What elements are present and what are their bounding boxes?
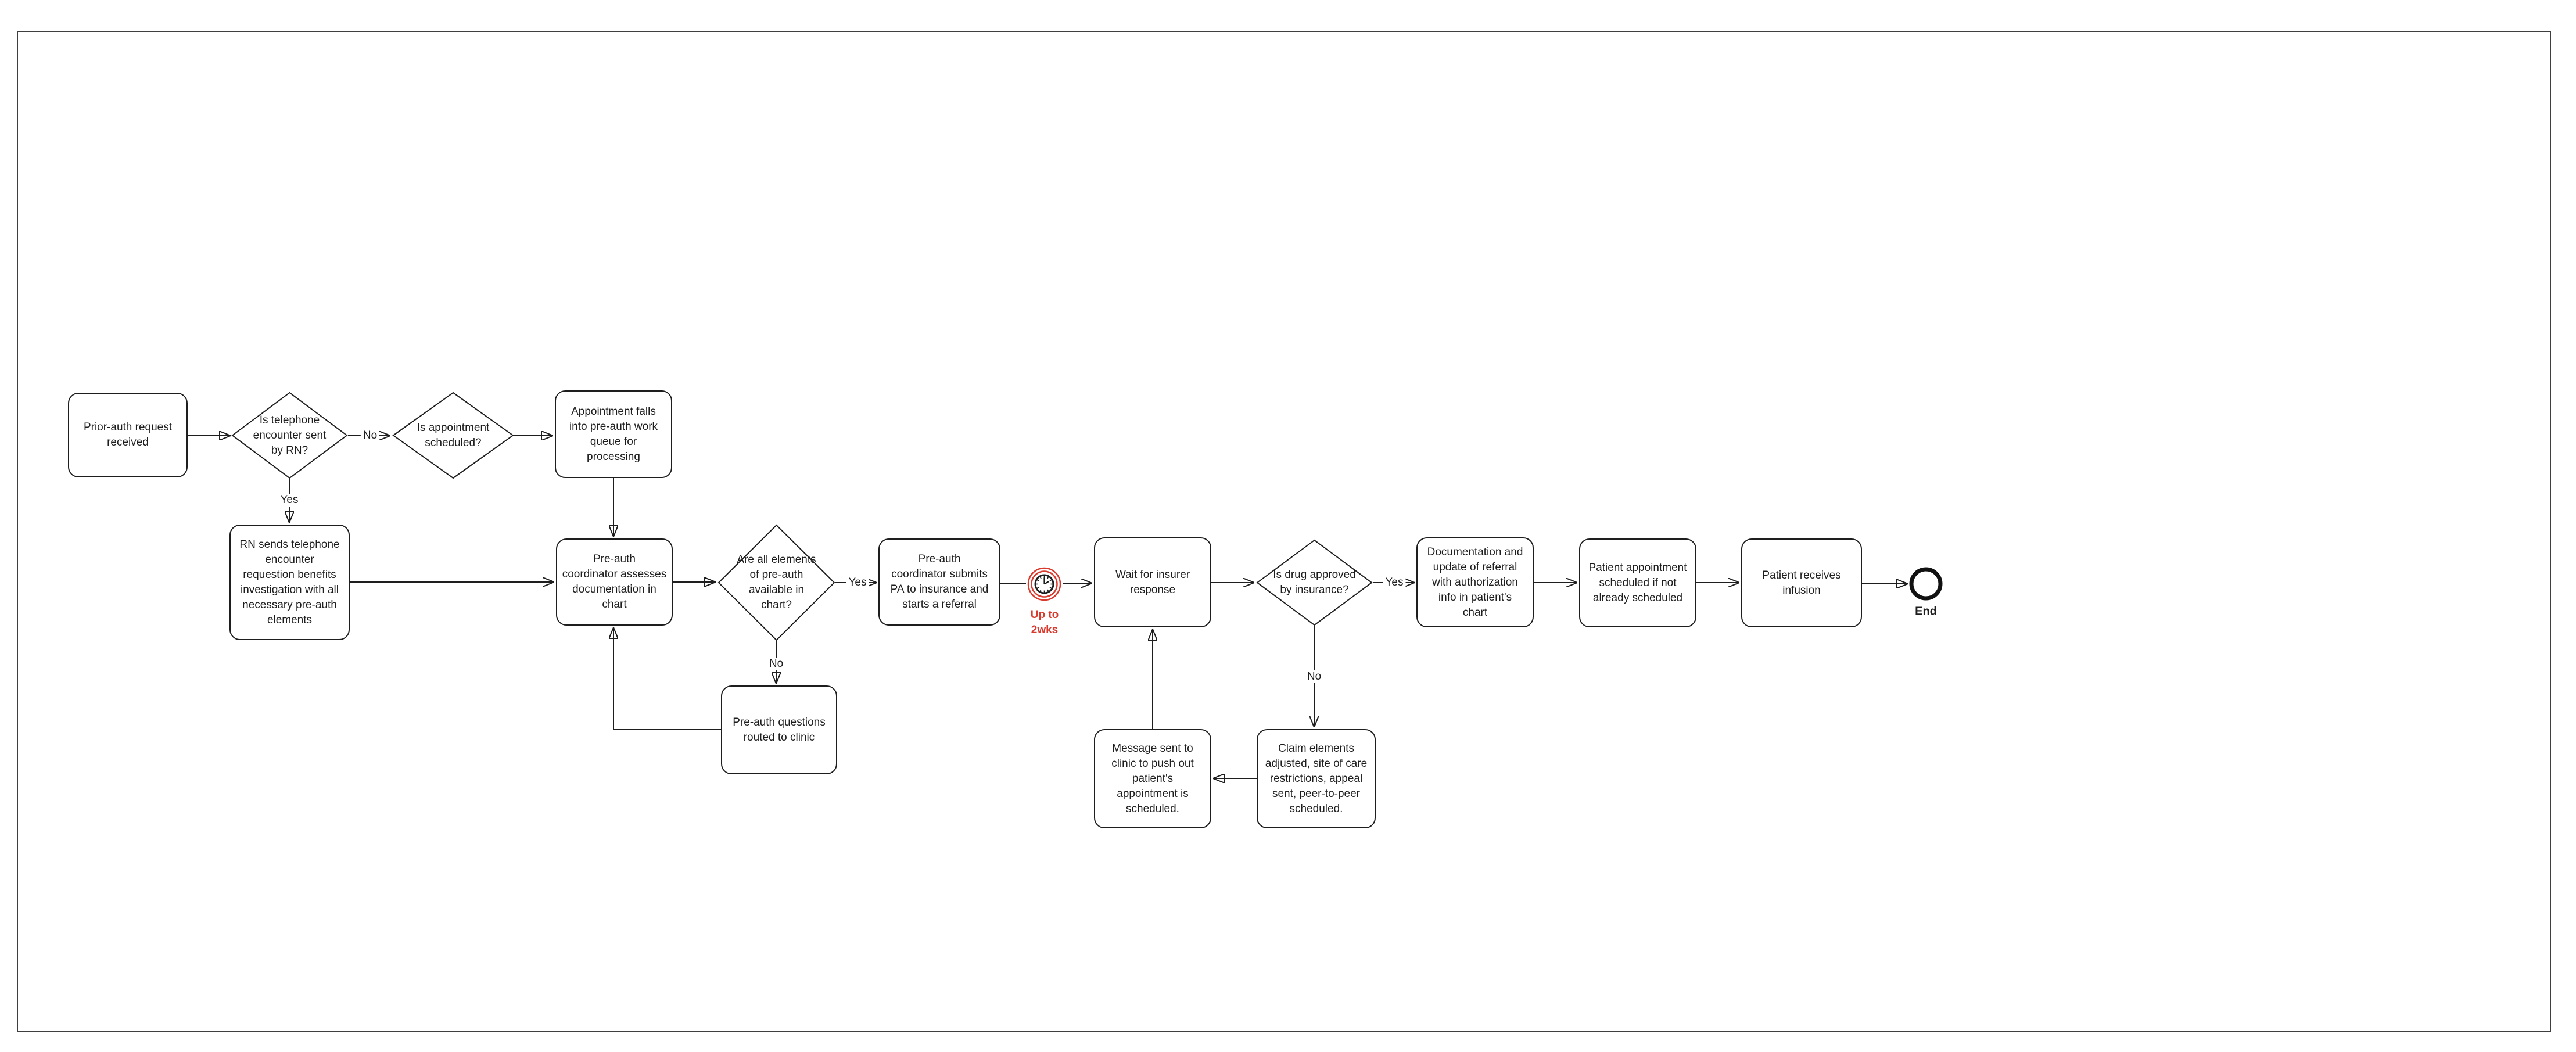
decision-appointment-scheduled[interactable]: Is appointment scheduled? bbox=[392, 392, 514, 479]
diamond-shape bbox=[717, 524, 835, 641]
task-appointment-scheduled[interactable]: Patient appointment scheduled if not alr… bbox=[1579, 538, 1696, 627]
edge-label-yes-elements: Yes bbox=[846, 576, 869, 589]
edge-label-yes-approved: Yes bbox=[1383, 576, 1406, 589]
task-preauth-work-queue-label: Appointment falls into pre-auth work que… bbox=[569, 405, 658, 463]
task-rn-sends-encounter-label: RN sends telephone encounter requestion … bbox=[239, 538, 340, 626]
decision-elements-available[interactable]: Are all elements of pre-auth available i… bbox=[717, 524, 835, 641]
task-prior-auth-received[interactable]: Prior-auth request received bbox=[68, 393, 188, 477]
task-coordinator-assesses-label: Pre-auth coordinator assesses documentat… bbox=[562, 553, 667, 611]
decision-drug-approved[interactable]: Is drug approved by insurance? bbox=[1256, 539, 1373, 626]
decision-telephone-encounter[interactable]: Is telephone encounter sent by RN? bbox=[231, 392, 348, 479]
end-event-label: End bbox=[1915, 605, 1937, 618]
task-coordinator-submits-pa-label: Pre-auth coordinator submits PA to insur… bbox=[890, 553, 989, 611]
task-prior-auth-received-label: Prior-auth request received bbox=[83, 421, 173, 448]
task-coordinator-submits-pa[interactable]: Pre-auth coordinator submits PA to insur… bbox=[878, 538, 1000, 626]
task-patient-receives-infusion-label: Patient receives infusion bbox=[1762, 569, 1841, 597]
decision-appointment-scheduled-label: Is appointment scheduled? bbox=[417, 421, 490, 449]
edge-label-no-elements: No bbox=[766, 658, 786, 670]
page-border bbox=[17, 31, 2551, 1032]
edge-label-no-approved: No bbox=[1304, 670, 1324, 683]
clock-hands bbox=[1043, 577, 1049, 585]
task-coordinator-assesses[interactable]: Pre-auth coordinator assesses documentat… bbox=[556, 538, 673, 626]
task-wait-insurer-response-label: Wait for insurer response bbox=[1115, 568, 1190, 596]
end-event[interactable] bbox=[1909, 567, 1943, 601]
task-documentation-update[interactable]: Documentation and update of referral wit… bbox=[1416, 537, 1534, 627]
edge-label-yes-telephone: Yes bbox=[278, 494, 301, 507]
decision-drug-approved-label: Is drug approved by insurance? bbox=[1273, 569, 1356, 596]
task-questions-routed[interactable]: Pre-auth questions routed to clinic bbox=[721, 685, 837, 774]
task-questions-routed-label: Pre-auth questions routed to clinic bbox=[733, 716, 826, 744]
diamond-shape bbox=[392, 392, 514, 479]
task-appointment-scheduled-label: Patient appointment scheduled if not alr… bbox=[1588, 561, 1687, 604]
decision-elements-available-label: Are all elements of pre-auth available i… bbox=[737, 554, 816, 611]
task-claim-elements-adjusted[interactable]: Claim elements adjusted, site of care re… bbox=[1257, 729, 1376, 828]
timer-duration-label: Up to 2wks bbox=[1030, 609, 1059, 636]
diamond-shape bbox=[231, 392, 348, 479]
task-patient-receives-infusion[interactable]: Patient receives infusion bbox=[1741, 538, 1862, 627]
edge-label-no-telephone: No bbox=[360, 429, 380, 442]
task-preauth-work-queue[interactable]: Appointment falls into pre-auth work que… bbox=[555, 390, 672, 478]
task-rn-sends-encounter[interactable]: RN sends telephone encounter requestion … bbox=[229, 525, 350, 640]
edge-questions-to-assess bbox=[613, 628, 721, 730]
task-message-sent-clinic-label: Message sent to clinic to push out patie… bbox=[1111, 742, 1194, 815]
decision-telephone-encounter-label: Is telephone encounter sent by RN? bbox=[253, 414, 327, 457]
timer-event-icon[interactable] bbox=[1027, 567, 1061, 601]
diamond-shape bbox=[1256, 539, 1373, 626]
task-claim-elements-adjusted-label: Claim elements adjusted, site of care re… bbox=[1265, 742, 1368, 815]
task-wait-insurer-response[interactable]: Wait for insurer response bbox=[1094, 537, 1211, 627]
clock-tick-marks bbox=[1036, 576, 1053, 593]
task-documentation-update-label: Documentation and update of referral wit… bbox=[1427, 545, 1523, 619]
task-message-sent-clinic[interactable]: Message sent to clinic to push out patie… bbox=[1094, 729, 1211, 828]
